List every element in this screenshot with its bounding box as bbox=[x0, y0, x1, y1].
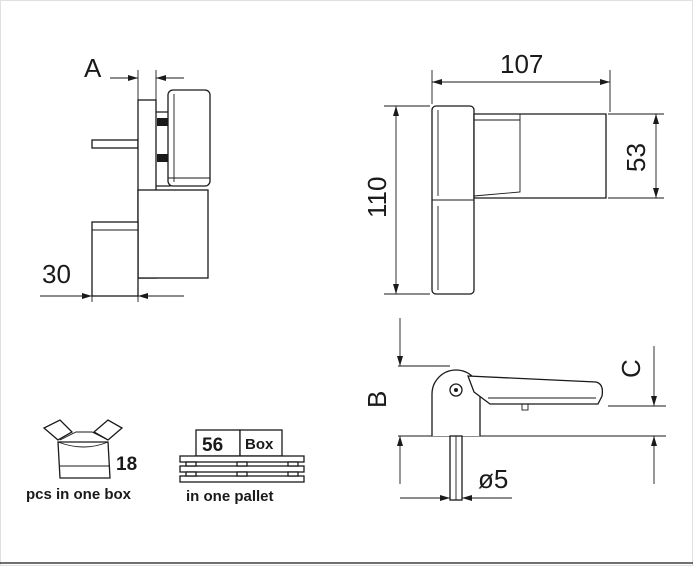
box-flap-left bbox=[42, 419, 74, 441]
dim-107-label: 107 bbox=[500, 49, 543, 79]
pallet-block-4 bbox=[185, 471, 197, 477]
pallet-deck-mid bbox=[179, 465, 305, 473]
front-view-leaf-chamfer bbox=[473, 114, 521, 197]
side-view-screw-top bbox=[157, 118, 168, 126]
pallet-count: 56 bbox=[202, 435, 223, 456]
pallet-icon bbox=[179, 429, 305, 483]
pallet-box-count-cell bbox=[195, 429, 241, 457]
box-icon bbox=[42, 419, 124, 479]
dim-phi5-label: ø5 bbox=[478, 464, 508, 494]
pallet-block-5 bbox=[236, 471, 248, 477]
dim-phi5-arrow-right bbox=[462, 495, 472, 501]
dim-b-label: B bbox=[362, 391, 392, 408]
dim-a-arrow-left bbox=[128, 75, 138, 81]
section-pivot-center bbox=[454, 388, 458, 392]
side-view-upper-barrel bbox=[167, 89, 211, 187]
dim-53-arrow-bottom bbox=[653, 188, 659, 198]
dim-30-arrow-left bbox=[82, 293, 92, 299]
box-body bbox=[57, 441, 111, 479]
dim-b-arrow-top bbox=[397, 356, 403, 366]
pallet-block-6 bbox=[287, 471, 299, 477]
pallet-unit: Box bbox=[245, 436, 274, 453]
box-caption: pcs in one box bbox=[26, 486, 132, 503]
side-view: A 30 bbox=[40, 53, 211, 302]
pallet-caption: in one pallet bbox=[186, 488, 274, 505]
front-view-leaf bbox=[473, 113, 607, 199]
dim-107-arrow-left bbox=[432, 79, 442, 85]
box-rim bbox=[57, 441, 109, 448]
dim-c-label: C bbox=[616, 359, 646, 378]
side-view-frame-leaf bbox=[91, 221, 139, 297]
dim-c-arrow-top bbox=[651, 396, 657, 406]
side-view-pin bbox=[91, 139, 139, 149]
dim-c-arrow-bottom bbox=[651, 436, 657, 446]
dim-b-arrow-bottom bbox=[397, 436, 403, 446]
pallet-block-2 bbox=[236, 461, 248, 467]
box-flap-right bbox=[92, 419, 124, 441]
dim-a-arrow-right bbox=[156, 75, 166, 81]
dim-53-arrow-top bbox=[653, 114, 659, 124]
front-view: 107 53 110 bbox=[362, 49, 664, 295]
side-view-lower-leaf bbox=[137, 189, 209, 279]
section-leaf bbox=[467, 375, 604, 405]
side-view-screw-bottom bbox=[157, 154, 168, 162]
section-view: B C ø5 bbox=[362, 318, 666, 501]
section-leaf-tab bbox=[521, 403, 529, 411]
dim-30-label: 30 bbox=[42, 259, 71, 289]
dim-53-label: 53 bbox=[621, 143, 651, 172]
pallet-deck-top bbox=[179, 455, 305, 463]
dim-phi5-arrow-left bbox=[440, 495, 450, 501]
pallet-deck-bottom bbox=[179, 475, 305, 483]
pallet-block-1 bbox=[185, 461, 197, 467]
box-count: 18 bbox=[116, 454, 137, 475]
box-top-edge bbox=[59, 431, 109, 441]
dim-107-arrow-right bbox=[600, 79, 610, 85]
dim-30-arrow-right bbox=[138, 293, 148, 299]
dim-a-label: A bbox=[84, 53, 102, 83]
dim-110-label: 110 bbox=[362, 177, 392, 218]
pallet-block-3 bbox=[287, 461, 299, 467]
dim-110-arrow-top bbox=[393, 106, 399, 116]
dim-110-arrow-bottom bbox=[393, 284, 399, 294]
